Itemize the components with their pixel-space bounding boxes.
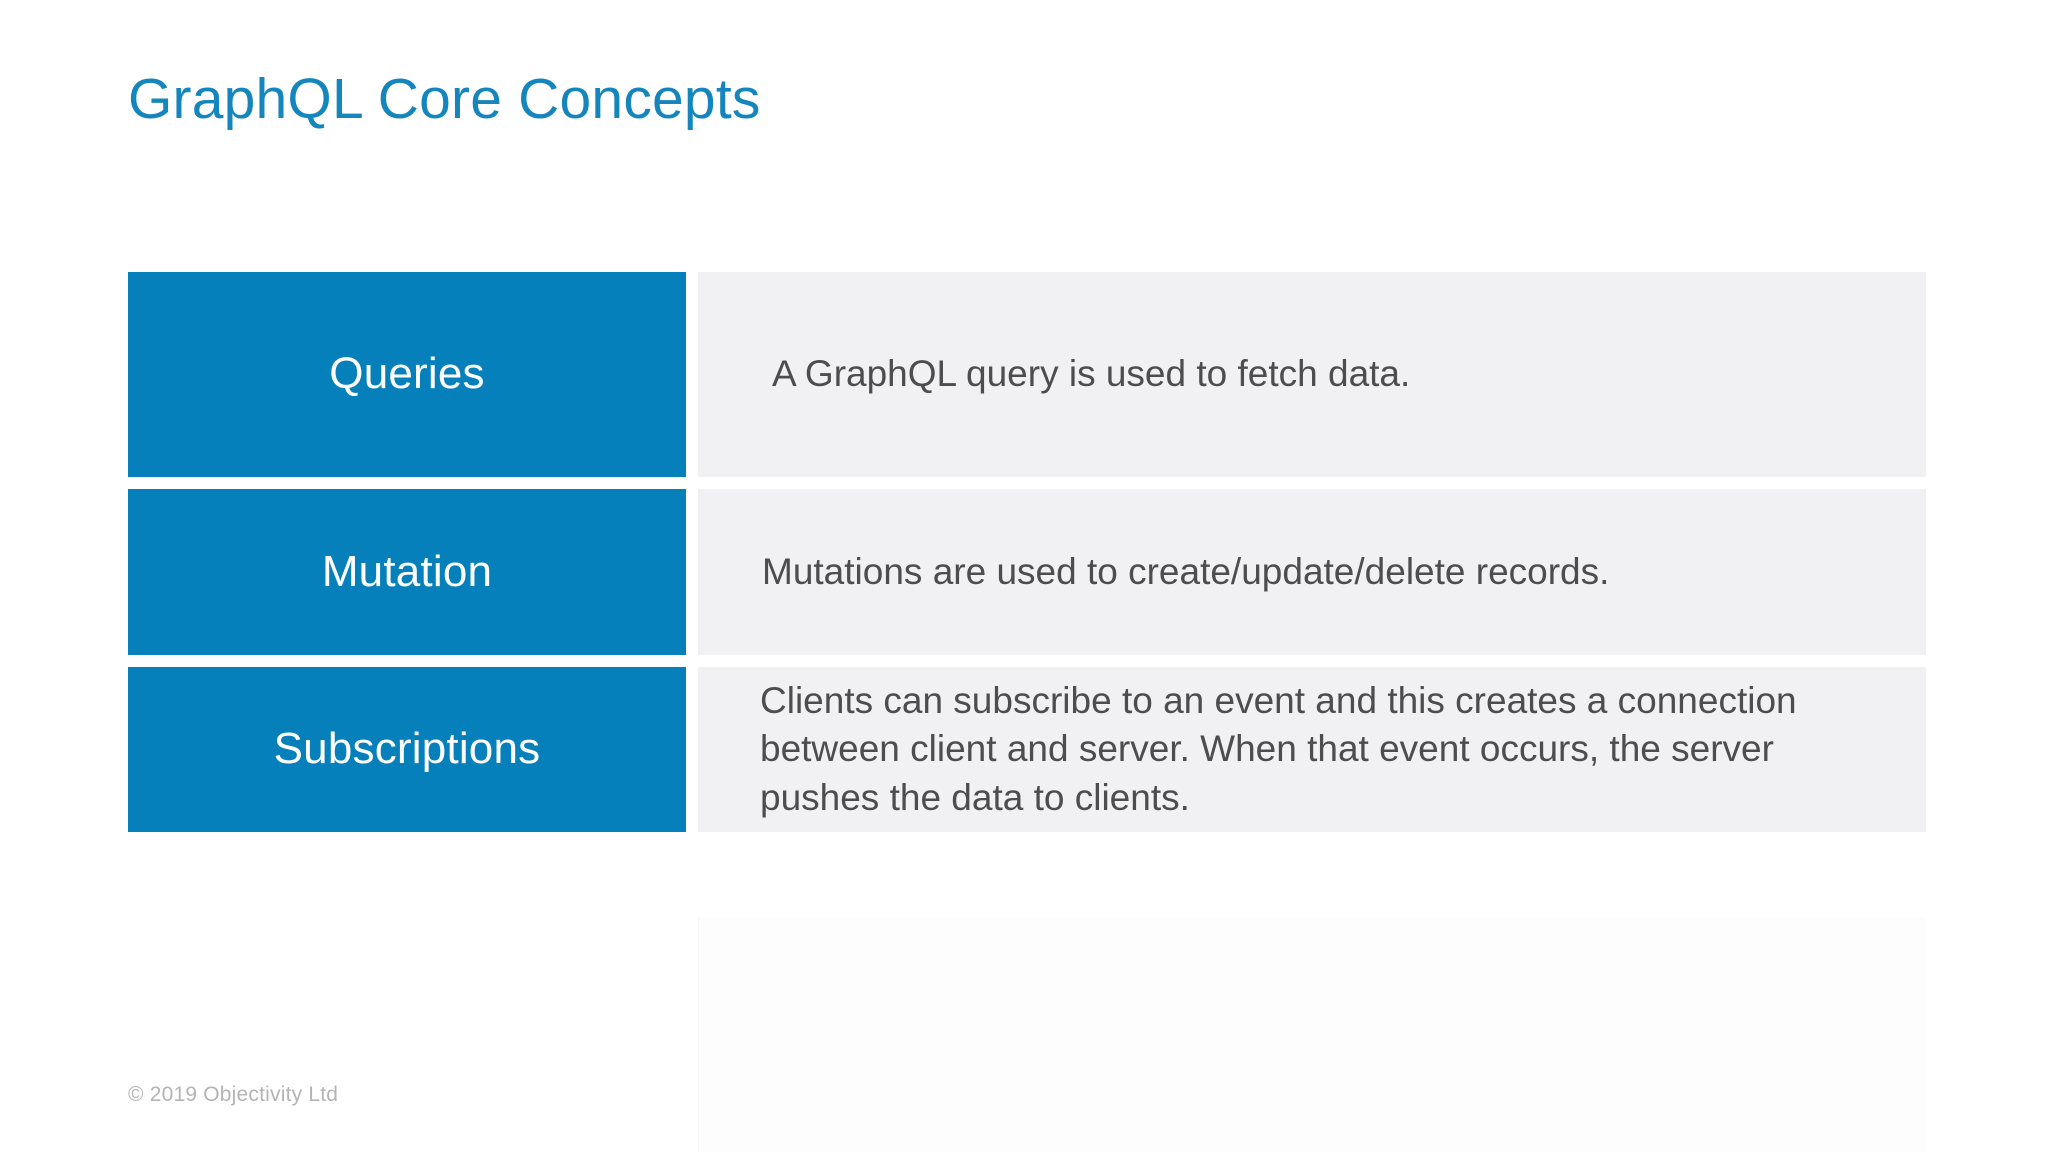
table-row: Mutation Mutations are used to create/up… bbox=[128, 489, 1926, 655]
concept-description-text: Mutations are used to create/update/dele… bbox=[762, 550, 1610, 592]
concept-term-label: Mutation bbox=[321, 546, 493, 596]
concept-term-label: Queries bbox=[329, 349, 485, 399]
footer-copyright: © 2019 Objectivity Ltd bbox=[128, 1083, 339, 1106]
panel-tail-decoration bbox=[698, 917, 1926, 1152]
table-row: Subscriptions Clients can subscribe to a… bbox=[128, 667, 1926, 832]
concept-description-text: A GraphQL query is used to fetch data. bbox=[772, 353, 1411, 395]
table-row: Queries A GraphQL query is used to fetch… bbox=[128, 272, 1926, 477]
concept-term-queries[interactable]: Queries bbox=[128, 272, 686, 477]
concept-description-subscriptions: Clients can subscribe to an event and th… bbox=[698, 667, 1926, 832]
page-title: GraphQL Core Concepts bbox=[128, 67, 761, 131]
concept-description-queries: A GraphQL query is used to fetch data. bbox=[698, 272, 1926, 477]
concept-term-mutation[interactable]: Mutation bbox=[128, 489, 686, 655]
concept-term-label: Subscriptions bbox=[273, 724, 541, 774]
concept-description-mutation: Mutations are used to create/update/dele… bbox=[698, 489, 1926, 655]
concept-description-text: Clients can subscribe to an event and th… bbox=[760, 680, 1797, 818]
concept-table: Queries A GraphQL query is used to fetch… bbox=[128, 272, 1926, 832]
concept-term-subscriptions[interactable]: Subscriptions bbox=[128, 667, 686, 832]
